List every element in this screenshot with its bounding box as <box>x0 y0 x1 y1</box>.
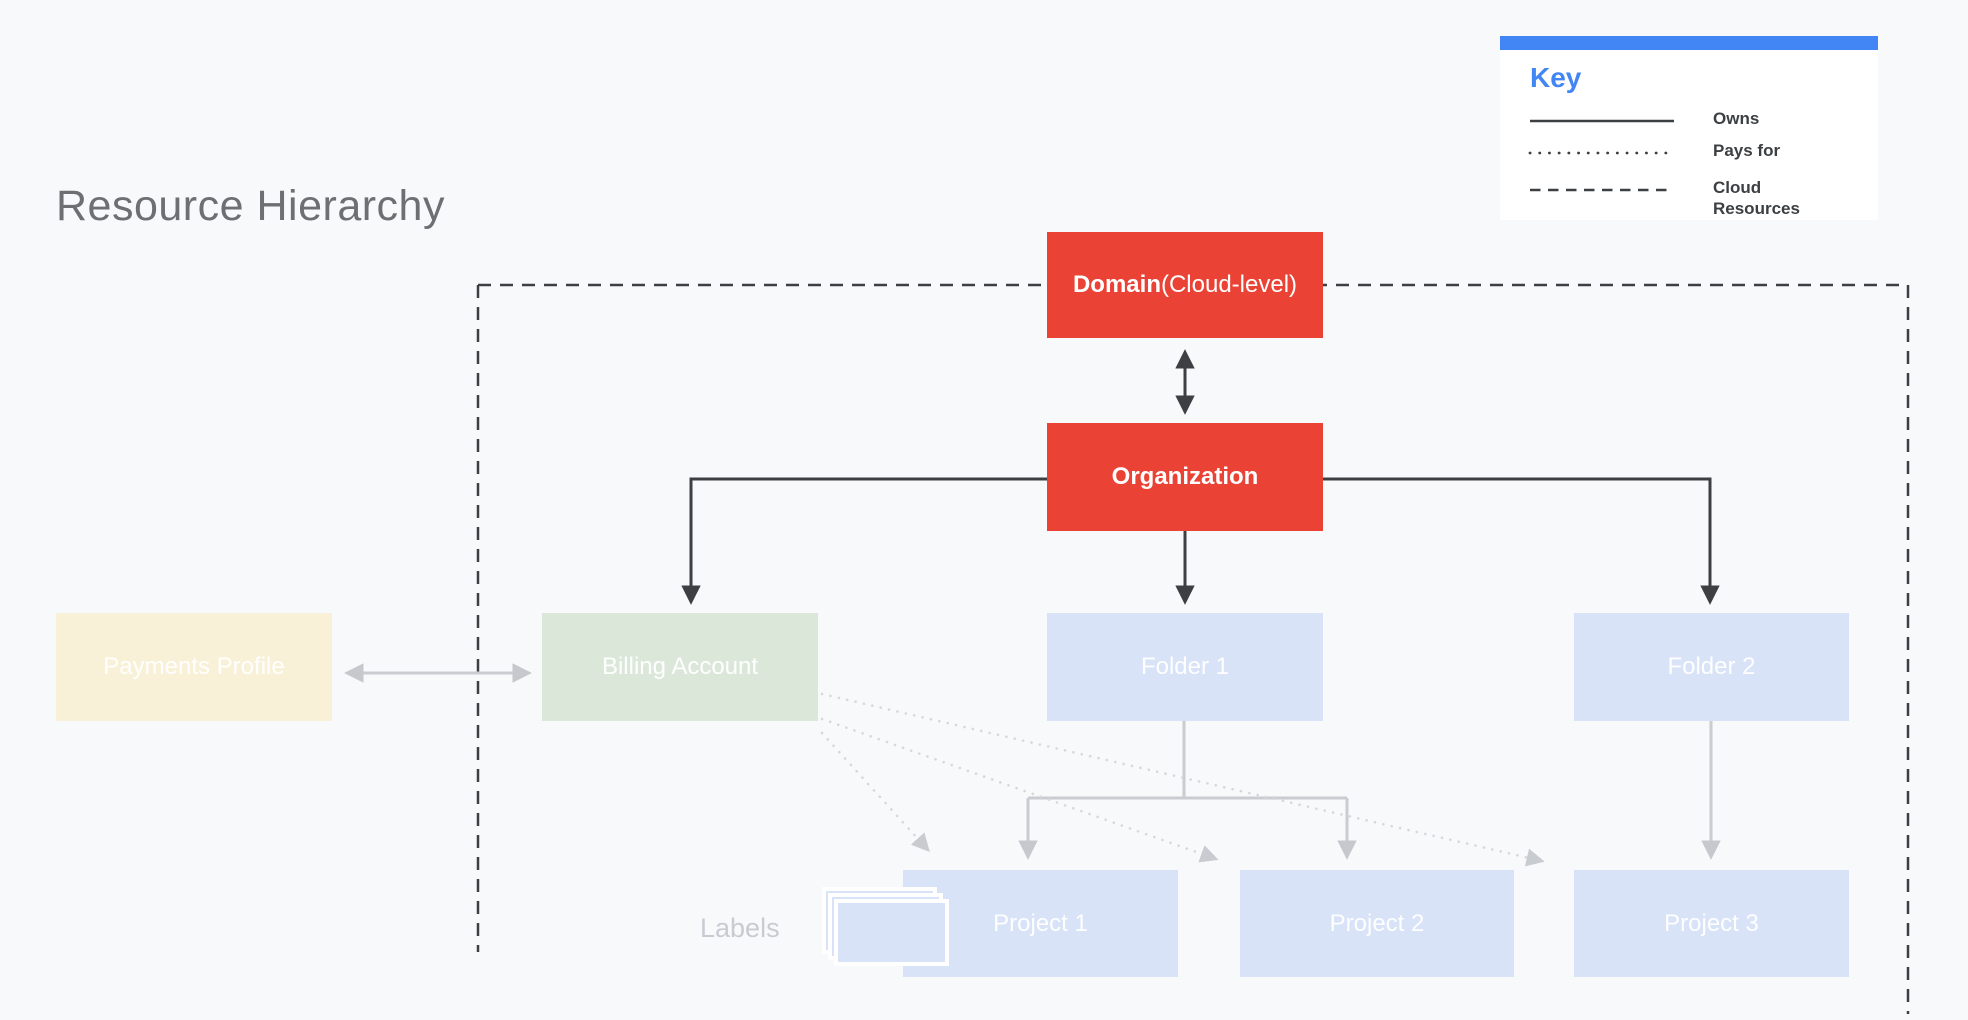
labels-caption: Labels <box>700 913 780 943</box>
edge-folder1-branch <box>1028 721 1347 800</box>
legend-dotted-line-sample <box>1528 151 1672 155</box>
legend-accent-bar <box>1500 36 1878 50</box>
edge-billing-project2-paysfor <box>820 717 1219 863</box>
node-billing-account: Billing Account <box>542 613 818 721</box>
legend-title: Key <box>1530 62 1582 93</box>
node-organization: Organization <box>1047 423 1323 531</box>
node-folder-2: Folder 2 <box>1574 613 1849 721</box>
legend-key-box: Key Owns Pays for Cloud Resources <box>1500 36 1878 220</box>
edge-organization-folder2 <box>1323 477 1720 605</box>
node-domain: Domain (Cloud-level) <box>1047 232 1323 338</box>
legend-dashed-line-sample <box>1530 188 1668 192</box>
node-project-2: Project 2 <box>1240 870 1514 977</box>
legend-label-cloud-resources: Cloud Resources <box>1713 178 1800 218</box>
node-project-3: Project 3 <box>1574 870 1849 977</box>
labels-cards-icon <box>834 899 949 966</box>
node-folder-1: Folder 1 <box>1047 613 1323 721</box>
edge-organization-billing <box>681 477 1047 605</box>
legend-label-owns: Owns <box>1713 109 1760 128</box>
edge-billing-project3-paysfor <box>820 692 1545 867</box>
node-payments-profile: Payments Profile <box>56 613 332 721</box>
legend-label-pays-for: Pays for <box>1713 141 1781 160</box>
edge-billing-project1-paysfor <box>820 731 930 853</box>
legend-solid-line-sample <box>1530 119 1674 123</box>
node-domain-label-bold: Domain <box>1072 271 1161 298</box>
page-title: Resource Hierarchy <box>56 182 445 230</box>
node-domain-label-suffix: (Cloud-level) <box>1160 271 1298 298</box>
